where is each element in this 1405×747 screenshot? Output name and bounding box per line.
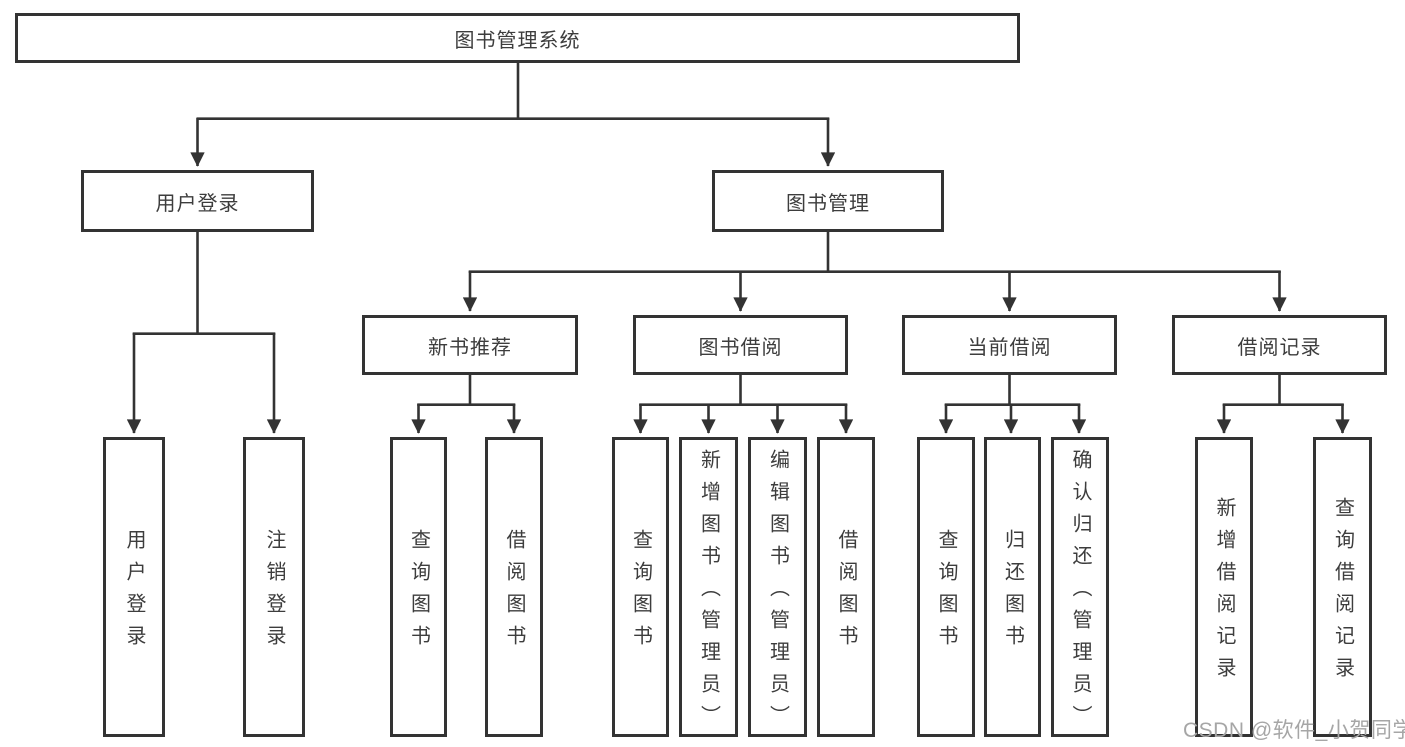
leaf-label: 编辑图书（管理员） [766,449,789,737]
node-new-book-recommendation: 新书推荐 [362,315,578,375]
leaf-add-borrow-record: 新增借阅记录 [1195,437,1253,737]
leaf-logout: 注销登录 [243,437,305,737]
leaf-borrow-books: 借阅图书 [817,437,875,737]
leaf-add-books-admin: 新增图书（管理员） [679,437,738,737]
leaf-query-borrow-record: 查询借阅记录 [1313,437,1372,737]
node-book-management: 图书管理 [712,170,944,232]
leaf-label: 查询图书 [935,529,957,657]
leaf-label: 查询图书 [629,529,652,657]
node-root: 图书管理系统 [15,13,1020,63]
leaf-return-books: 归还图书 [984,437,1041,737]
node-current-borrowing: 当前借阅 [902,315,1117,375]
leaf-query-books-recommend: 查询图书 [390,437,447,737]
leaf-label: 注销登录 [263,529,285,657]
leaf-query-books-current: 查询图书 [917,437,975,737]
leaf-query-books-borrow: 查询图书 [612,437,669,737]
csdn-watermark: CSDN @软件_小贺同学 [1183,719,1405,742]
leaf-label: 用户登录 [123,529,145,657]
leaf-label: 借阅图书 [503,529,525,657]
node-book-borrowing: 图书借阅 [633,315,848,375]
node-borrowing-records: 借阅记录 [1172,315,1387,375]
leaf-confirm-return-admin: 确认归还（管理员） [1051,437,1109,737]
leaf-label: 查询图书 [407,529,430,657]
leaf-label: 借阅图书 [835,529,857,657]
leaf-label: 新增借阅记录 [1213,497,1235,689]
leaf-label: 归还图书 [1001,529,1024,657]
leaf-user-login: 用户登录 [103,437,165,737]
leaf-label: 查询借阅记录 [1331,497,1354,689]
leaf-label: 新增图书（管理员） [697,449,720,737]
leaf-label: 确认归还（管理员） [1069,449,1091,737]
leaf-borrow-books-recommend: 借阅图书 [485,437,543,737]
node-user-login: 用户登录 [81,170,314,232]
leaf-edit-books-admin: 编辑图书（管理员） [748,437,807,737]
